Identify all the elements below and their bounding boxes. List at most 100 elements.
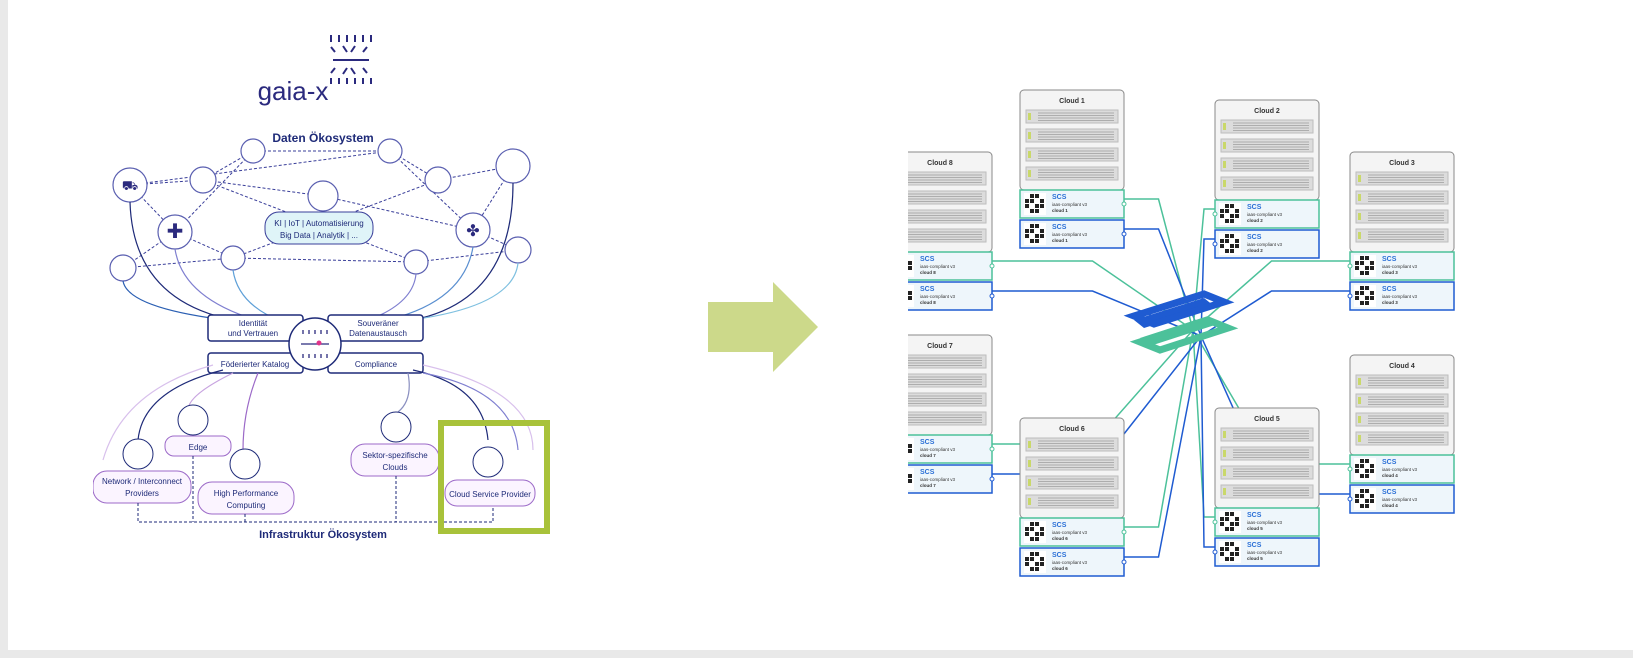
scs-badge-level: iaas-compliant v3 bbox=[1382, 467, 1418, 472]
slide-canvas: gaia-x Daten Ökosystem bbox=[8, 0, 1633, 650]
data-exchange-label-1: Souveräner bbox=[357, 319, 399, 328]
database-stack-icon bbox=[472, 446, 504, 478]
network-building-icon bbox=[122, 438, 154, 470]
scs-badge-logo: SCS bbox=[920, 469, 935, 476]
identity-label-2: und Vertrauen bbox=[228, 329, 278, 338]
sector-clouds-label-2: Clouds bbox=[383, 463, 408, 472]
server-unit bbox=[1220, 484, 1314, 499]
bigdata-label: Big Data | Analytik | ... bbox=[280, 231, 358, 240]
infrastructure-ecosystem-title: Infrastruktur Ökosystem bbox=[259, 528, 387, 541]
qr-code-icon bbox=[908, 285, 914, 307]
server-unit bbox=[1220, 427, 1314, 442]
csp-box bbox=[444, 479, 536, 507]
scs-badge-cloud: cloud 7 bbox=[920, 483, 936, 488]
server-unit bbox=[1220, 176, 1314, 191]
server-unit bbox=[1355, 431, 1449, 446]
scs-badge-logo: SCS bbox=[1382, 256, 1397, 263]
scs-badge-level: iaas-compliant v3 bbox=[920, 447, 956, 452]
factory-icon bbox=[495, 148, 531, 184]
cloud-title: Cloud 6 bbox=[1059, 426, 1085, 433]
scs-badge-logo: SCS bbox=[920, 256, 935, 263]
cloud-title: Cloud 1 bbox=[1059, 98, 1085, 105]
server-unit bbox=[1355, 228, 1449, 243]
scs-hub-logo-icon bbox=[1123, 290, 1239, 354]
scs-badge-level: iaas-compliant v3 bbox=[1052, 560, 1088, 565]
ai-iot-bubble bbox=[264, 211, 374, 245]
ai-iot-label: KI | IoT | Automatisierung bbox=[274, 219, 363, 228]
edge-box bbox=[164, 435, 232, 457]
infrastructure-curves bbox=[102, 364, 534, 461]
scs-badge-cloud: cloud 1 bbox=[1052, 208, 1068, 213]
qr-code-icon bbox=[1024, 551, 1046, 573]
scs-badge-cloud: cloud 3 bbox=[1382, 270, 1398, 275]
scs-badge-cloud: cloud 3 bbox=[1382, 300, 1398, 305]
scs-badge-level: iaas-compliant v3 bbox=[920, 477, 956, 482]
server-unit bbox=[1355, 412, 1449, 427]
scs-badge-logo: SCS bbox=[920, 286, 935, 293]
scs-badge-logo: SCS bbox=[1247, 542, 1262, 549]
scs-badge-cloud: cloud 6 bbox=[1052, 566, 1068, 571]
server-unit bbox=[1220, 446, 1314, 461]
qr-code-icon bbox=[1354, 488, 1376, 510]
federation-services-ring: Identität und Vertrauen Souveräner Daten… bbox=[207, 314, 424, 374]
infrastructure-dashed-frame bbox=[137, 456, 494, 523]
scs-badge-level: iaas-compliant v3 bbox=[1382, 497, 1418, 502]
server-unit bbox=[1355, 374, 1449, 389]
office-building-icon bbox=[403, 249, 429, 275]
hpc-box bbox=[197, 481, 295, 515]
cloud-title: Cloud 3 bbox=[1389, 160, 1415, 167]
cloud-title: Cloud 8 bbox=[927, 160, 953, 167]
server-unit bbox=[1025, 147, 1119, 162]
server-unit bbox=[908, 373, 987, 388]
cloud-title: Cloud 7 bbox=[927, 343, 953, 350]
scs-badge-level: iaas-compliant v3 bbox=[1052, 530, 1088, 535]
scs-badge-level: iaas-compliant v3 bbox=[920, 264, 956, 269]
edge-label: Edge bbox=[189, 443, 208, 452]
server-unit bbox=[908, 392, 987, 407]
qr-code-icon bbox=[1024, 193, 1046, 215]
qr-code-icon bbox=[908, 255, 914, 277]
server-unit bbox=[1025, 456, 1119, 471]
scs-badge bbox=[908, 464, 993, 494]
scs-badge-cloud: cloud 7 bbox=[920, 453, 936, 458]
qr-code-icon bbox=[1024, 223, 1046, 245]
server-unit bbox=[1355, 393, 1449, 408]
cloud-title: Cloud 4 bbox=[1389, 363, 1415, 370]
server-unit bbox=[908, 171, 987, 186]
server-unit bbox=[1355, 209, 1449, 224]
server-unit bbox=[1025, 109, 1119, 124]
hpc-label-1: High Performance bbox=[214, 489, 279, 498]
globe-icon bbox=[189, 166, 217, 194]
server-unit bbox=[1025, 437, 1119, 452]
qr-code-icon bbox=[1024, 521, 1046, 543]
qr-code-icon bbox=[1219, 233, 1241, 255]
hpc-label-2: Computing bbox=[227, 501, 266, 510]
scs-badge-logo: SCS bbox=[1052, 552, 1067, 559]
scs-badge-level: iaas-compliant v3 bbox=[1382, 294, 1418, 299]
server-rack-icon bbox=[229, 448, 261, 480]
scs-badge-level: iaas-compliant v3 bbox=[1247, 550, 1283, 555]
server-unit bbox=[1355, 171, 1449, 186]
arrow-shape bbox=[708, 282, 818, 372]
tractor-icon bbox=[377, 138, 403, 164]
ai-gear-icon bbox=[307, 180, 339, 212]
server-unit bbox=[1025, 128, 1119, 143]
scs-badge-logo: SCS bbox=[1382, 489, 1397, 496]
infrastructure-nodes: Network / Interconnect Providers Edge Hi… bbox=[93, 404, 536, 515]
identity-label-1: Identität bbox=[239, 319, 268, 328]
svg-text:✚: ✚ bbox=[167, 221, 184, 243]
scs-badge bbox=[908, 434, 993, 464]
building-report-icon bbox=[240, 138, 266, 164]
qr-code-icon bbox=[1354, 458, 1376, 480]
network-providers-box bbox=[93, 470, 192, 504]
scs-badge-level: iaas-compliant v3 bbox=[1247, 212, 1283, 217]
scs-badge-cloud: cloud 1 bbox=[1052, 238, 1068, 243]
scs-badge-cloud: cloud 5 bbox=[1247, 526, 1263, 531]
qr-code-icon bbox=[908, 438, 914, 460]
qr-code-icon bbox=[1219, 541, 1241, 563]
